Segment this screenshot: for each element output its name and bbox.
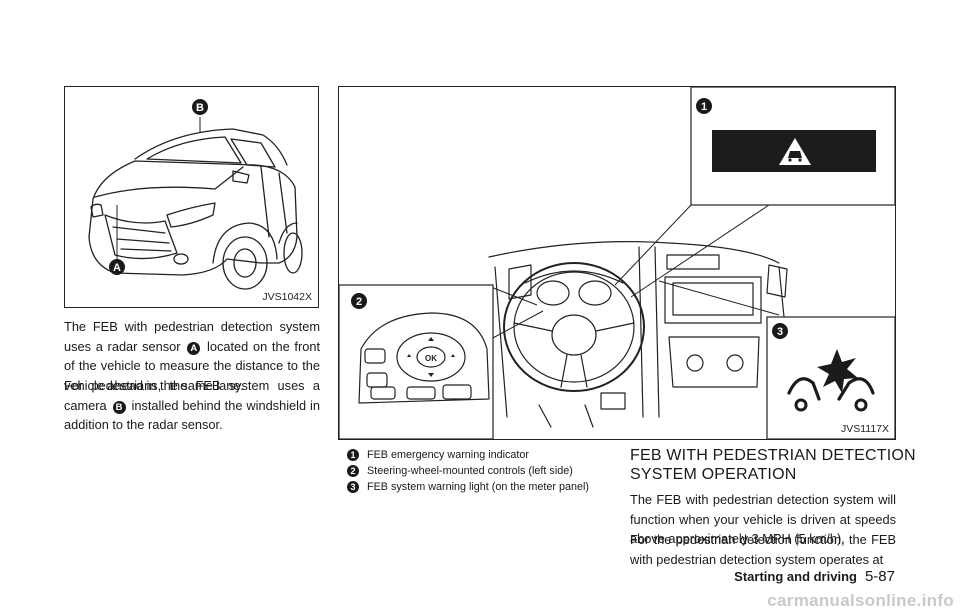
- camera-text-after: installed behind the windshield in addit…: [64, 397, 320, 433]
- radar-text-after: located on the front of the vehicle to m…: [64, 338, 321, 393]
- legend-item: 3 FEB system warning light (on the meter…: [347, 479, 589, 495]
- footer-section-title: Starting and driving: [734, 569, 857, 584]
- figure-legend: 1 FEB emergency warning indicator 2 Stee…: [347, 447, 589, 495]
- legend-marker: 2: [347, 465, 359, 477]
- page-number: 5-87: [864, 568, 895, 585]
- dashboard-figure: 1: [338, 86, 896, 440]
- callout-b-label: B: [196, 102, 204, 114]
- callout-2-label: 2: [356, 296, 362, 308]
- legend-marker: 1: [347, 449, 359, 461]
- marker-a: A: [187, 341, 201, 355]
- camera-paragraph: For pedestrians, the FEB system uses a c…: [64, 376, 320, 435]
- dashboard-drawing: 1: [339, 87, 895, 439]
- operation-paragraph-1: The FEB with pedestrian detection system…: [630, 492, 896, 547]
- camera-text-before: For pedestrians, the FEB system uses a c…: [64, 378, 320, 413]
- operation-paragraph-2: For the pedestrian detection function, t…: [630, 532, 896, 567]
- callout-b-marker: [192, 99, 208, 115]
- watermark-text: carmanualsonline.info: [767, 591, 954, 610]
- ok-button-label: OK: [425, 354, 437, 363]
- legend-text: Steering-wheel-mounted controls (left si…: [367, 465, 573, 477]
- callout-a-marker: [109, 259, 125, 275]
- page-footer: Starting and driving 5-87: [734, 568, 895, 585]
- legend-item: 1 FEB emergency warning indicator: [347, 447, 589, 463]
- callout-3-label: 3: [777, 326, 783, 338]
- callout-1-label: 1: [701, 101, 707, 113]
- legend-marker: 3: [347, 481, 359, 493]
- marker-b: B: [112, 400, 126, 414]
- section-heading: FEB WITH PEDESTRIAN DETECTION SYSTEM OPE…: [630, 446, 916, 484]
- figure-code: JVS1117X: [840, 423, 889, 435]
- heading-line-2: SYSTEM OPERATION: [630, 466, 797, 483]
- vehicle-drawing: B A: [88, 99, 303, 290]
- legend-text: FEB system warning light (on the meter p…: [367, 481, 590, 493]
- callout-a-label: A: [113, 262, 121, 274]
- radar-paragraph: The FEB with pedestrian detection system…: [64, 317, 320, 395]
- legend-text: FEB emergency warning indicator: [367, 449, 530, 461]
- legend-item: 2 Steering-wheel-mounted controls (left …: [347, 463, 589, 479]
- heading-line-1: FEB WITH PEDESTRIAN DETECTION: [630, 447, 916, 464]
- vehicle-figure: B A JVS1042X: [64, 86, 319, 308]
- figure-code: JVS1042X: [262, 291, 312, 303]
- feb-system-warning-icon: [787, 349, 875, 412]
- radar-text-before: The FEB with pedestrian detection system…: [64, 319, 320, 354]
